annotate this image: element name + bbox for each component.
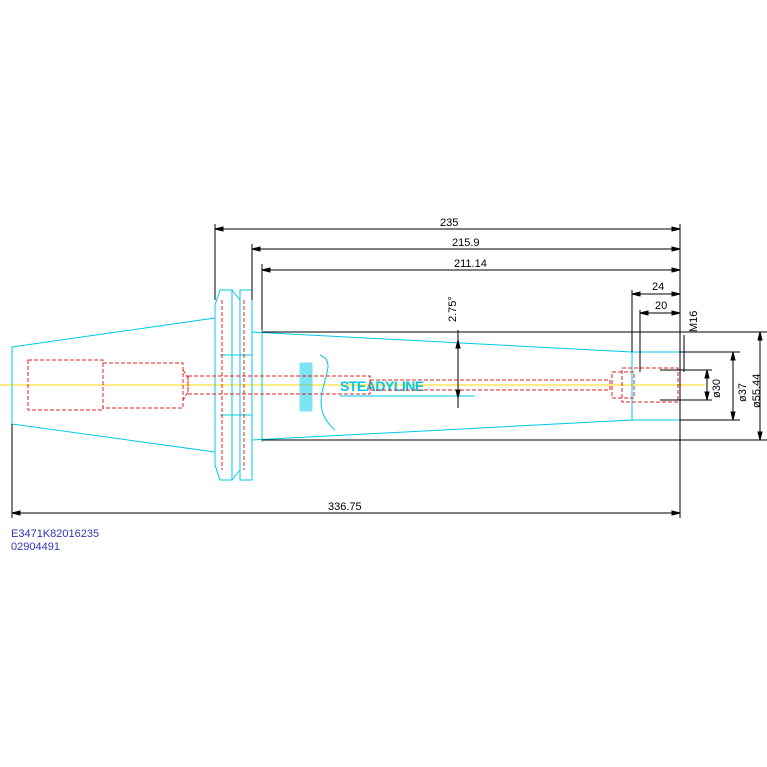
dim-24-label: 24	[652, 281, 664, 293]
dim-235-arrow-l	[214, 226, 224, 232]
dimension-lines	[11, 224, 767, 518]
angle-arrow-t	[455, 339, 461, 349]
coolant-channel	[187, 375, 371, 395]
dim-215-9-arrow-l	[251, 246, 261, 252]
article-number: 02904491	[11, 541, 60, 553]
dim-20-arrow-r	[671, 310, 681, 316]
dim-dia30-arrow-t	[704, 369, 710, 379]
dim-211-14-label: 211.14	[454, 258, 487, 270]
steadyline-logo	[299, 354, 475, 431]
dim-235-arrow-r	[671, 226, 681, 232]
dim-24-arrow-l	[631, 291, 641, 297]
dim-dia55-arrow-t	[757, 331, 763, 341]
hidden-lines	[27, 300, 679, 470]
angle-arrow-b	[455, 389, 461, 399]
dim-215-9-label: 215.9	[452, 237, 480, 249]
dim-dia30-arrow-b	[704, 391, 710, 401]
dim-215-9-arrow-r	[671, 246, 681, 252]
logo-text: STEADYLINE	[340, 378, 424, 394]
dim-235-label: 235	[440, 217, 458, 229]
drawbar-thread	[102, 362, 184, 409]
dim-dia37-arrow-b	[730, 411, 736, 421]
dim-211-14-arrow-l	[261, 267, 271, 273]
dim-overall-label: 336.75	[328, 501, 362, 513]
dim-dia30-label: ø30	[711, 379, 723, 398]
part-number: E3471K82016235	[11, 528, 100, 540]
dim-20-label: 20	[655, 300, 667, 312]
dim-20-arrow-l	[639, 310, 649, 316]
dim-overall-arrow-r	[671, 510, 681, 516]
dim-dia37-arrow-t	[730, 351, 736, 361]
dim-dia37-label: ø37	[737, 383, 749, 402]
logo-wave	[319, 354, 336, 431]
dim-24-arrow-r	[671, 291, 681, 297]
nose-thread	[621, 367, 679, 403]
dim-dia55-label: ø55.44	[751, 374, 763, 408]
drawing-background	[0, 218, 767, 548]
body-channel	[369, 379, 611, 391]
dim-dia55-arrow-b	[757, 431, 763, 441]
thread-label: M16	[688, 311, 700, 332]
dim-overall-arrow-l	[11, 510, 21, 516]
dim-211-14-arrow-r	[671, 267, 681, 273]
taper-angle-label: 2.75°	[447, 296, 459, 322]
logo-badge	[299, 362, 313, 412]
